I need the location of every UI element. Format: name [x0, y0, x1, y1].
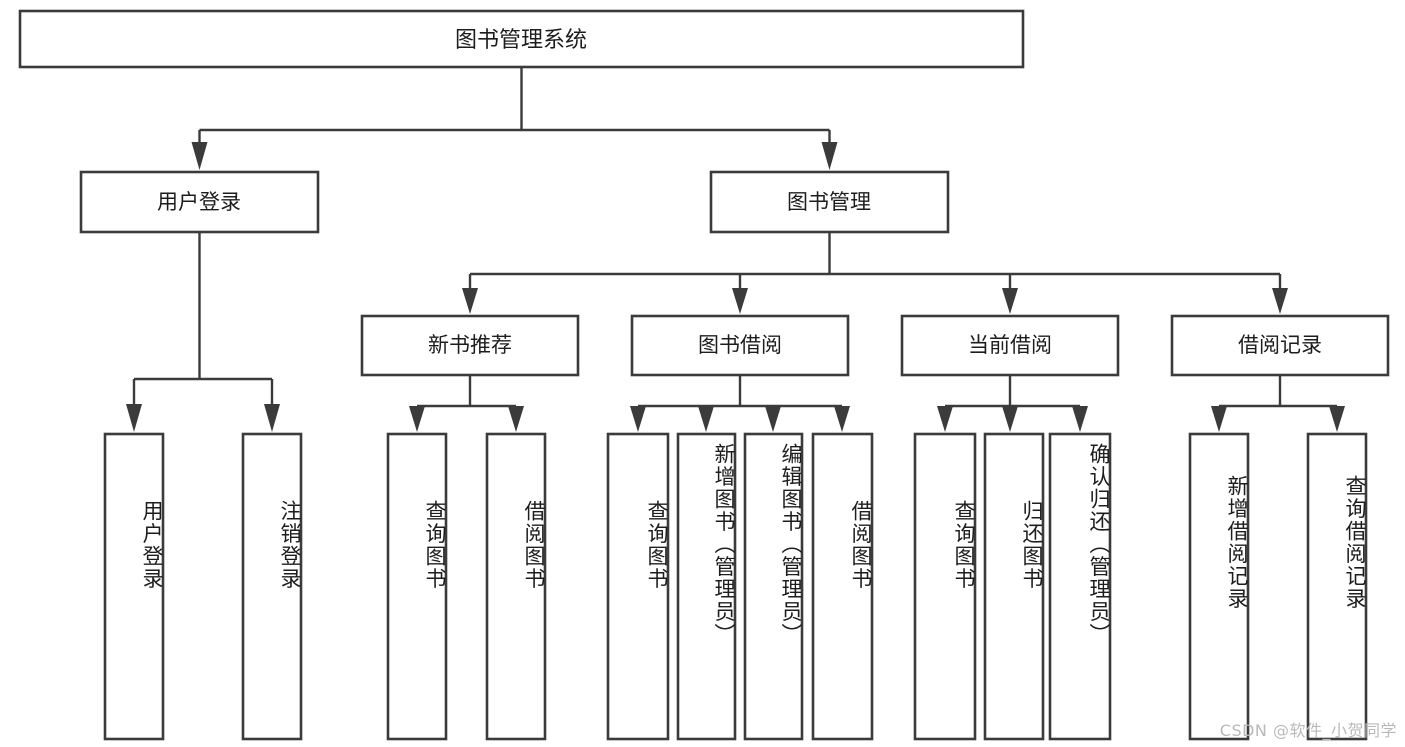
connector-group-user-login — [126, 232, 280, 432]
node-root-label: 图书管理系统 — [455, 28, 587, 53]
arrow-head-bw-2 — [698, 406, 714, 432]
connector-group-root — [191, 67, 838, 170]
node-level3-3-rect[interactable] — [1170, 314, 1390, 377]
node-level2-user-login[interactable]: 用户登录 — [79, 170, 320, 234]
arrow-head-bm-1 — [462, 288, 478, 314]
node-leaf-11-rect[interactable] — [1188, 432, 1250, 741]
connector-group-book-mgmt — [462, 232, 1288, 314]
node-leaf-12-rect[interactable] — [1306, 432, 1368, 741]
node-level3-3-label: 借阅记录 — [1238, 333, 1322, 357]
node-leaf-6-rect[interactable] — [743, 432, 804, 741]
arrow-head-cb-1 — [937, 406, 953, 432]
arrow-head-root-2 — [821, 142, 838, 170]
arrow-head-br-1 — [1211, 406, 1227, 432]
node-level3-current-borrow[interactable]: 当前借阅 — [900, 314, 1120, 377]
node-leaf-3-rect[interactable] — [485, 432, 547, 741]
node-level3-0-label: 新书推荐 — [428, 333, 512, 357]
node-level3-2-label: 当前借阅 — [968, 333, 1052, 357]
node-level2-book-management[interactable]: 图书管理 — [709, 170, 950, 234]
node-leaf-5-rect[interactable] — [676, 432, 737, 741]
connector-group-new-book — [409, 375, 524, 432]
arrow-head-bw-4 — [834, 406, 850, 432]
node-level3-book-borrow[interactable]: 图书借阅 — [630, 314, 850, 377]
node-leaf-1-rect[interactable] — [241, 432, 303, 741]
arrow-head-root-1 — [191, 142, 208, 170]
node-level2-0-label: 用户登录 — [157, 190, 241, 214]
node-leaf-7-rect[interactable] — [811, 432, 874, 741]
connector-group-current-borrow — [937, 375, 1088, 432]
node-level2-0-rect[interactable] — [79, 170, 320, 234]
node-level3-1-label: 图书借阅 — [698, 333, 782, 357]
node-root-rect[interactable] — [18, 9, 1025, 69]
arrow-head-bm-2 — [732, 288, 748, 314]
arrow-head-nb-1 — [409, 406, 425, 432]
csdn-watermark: CSDN @软件_小贺同学 — [1219, 721, 1397, 740]
arrow-head-cb-3 — [1072, 406, 1088, 432]
arrow-head-cb-2 — [1002, 406, 1018, 432]
node-root[interactable]: 图书管理系统 — [18, 9, 1025, 69]
node-leaf-4-rect[interactable] — [606, 432, 670, 741]
node-level3-borrow-record[interactable]: 借阅记录 — [1170, 314, 1390, 377]
arrow-head-bw-3 — [765, 406, 781, 432]
arrow-head-ul-1 — [126, 404, 142, 432]
connector-group-borrow-record — [1211, 375, 1345, 432]
arrow-head-br-2 — [1329, 406, 1345, 432]
node-level3-new-book-recommend[interactable]: 新书推荐 — [360, 314, 580, 377]
node-leaf-2-rect[interactable] — [386, 432, 448, 741]
node-leaf-9-rect[interactable] — [983, 432, 1045, 741]
node-leaf-0-rect[interactable] — [103, 432, 165, 741]
arrow-head-bm-4 — [1272, 288, 1288, 314]
arrow-head-bm-3 — [1002, 288, 1018, 314]
arrow-head-nb-2 — [508, 406, 524, 432]
node-level3-2-rect[interactable] — [900, 314, 1120, 377]
node-leaf-10-rect[interactable] — [1048, 432, 1112, 741]
node-leaf-8-rect[interactable] — [913, 432, 977, 741]
connector-group-borrow — [630, 375, 850, 432]
arrow-head-bw-1 — [630, 406, 646, 432]
node-level3-1-rect[interactable] — [630, 314, 850, 377]
arrow-head-ul-2 — [264, 404, 280, 432]
node-level3-0-rect[interactable] — [360, 314, 580, 377]
node-level2-1-rect[interactable] — [709, 170, 950, 234]
node-level2-1-label: 图书管理 — [787, 190, 871, 214]
